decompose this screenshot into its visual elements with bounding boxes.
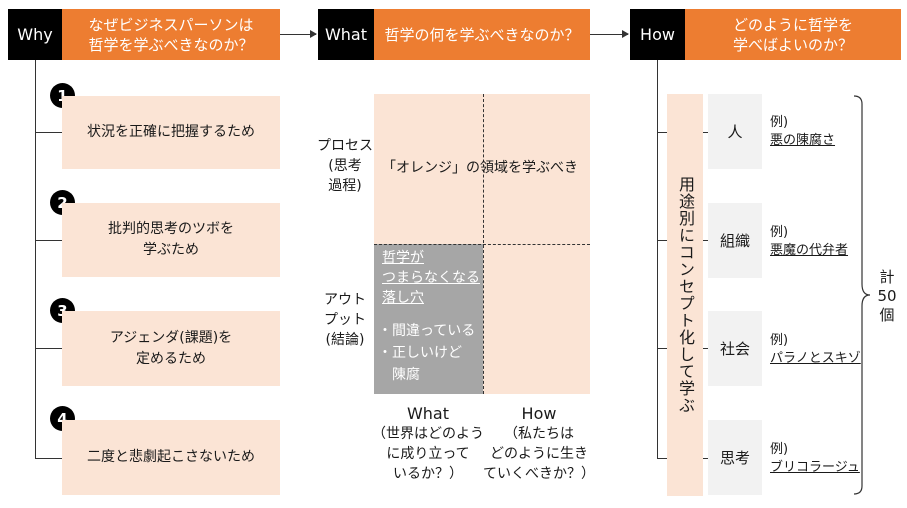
cat-connector-3 [703, 348, 708, 349]
total-brace [853, 95, 871, 495]
what-tag: What [318, 9, 374, 60]
why-trunk-line [35, 60, 36, 458]
why-branch-4 [35, 458, 62, 459]
how-branch-3 [657, 348, 667, 349]
pitfall-quadrant [374, 244, 483, 394]
cat-connector-2 [703, 240, 708, 241]
col-label-what: What （世界はどのよう に成り立って いるか？） [372, 404, 484, 482]
why-item-4: 二度と悲劇起こさないため [62, 420, 280, 495]
cat-connector-1 [703, 132, 708, 133]
col-label-how: How （私たちは どのように生き ていくべきか？） [483, 404, 595, 482]
category-society: 社会 [708, 311, 762, 386]
how-trunk-line [657, 60, 658, 458]
row-label-process: プロセス (思考 過程) [317, 138, 373, 194]
how-question: どのように哲学を 学べばよいのか？ [685, 9, 901, 60]
arrow-why-what [280, 30, 317, 38]
why-branch-1 [35, 132, 62, 133]
example-person: 例) 悪の陳腐さ [770, 115, 836, 148]
what-question: 哲学の何を学ぶべきなのか？ [374, 9, 590, 60]
orange-region-label: 「オレンジ」の領域を学ぶべき [382, 160, 578, 176]
cat-connector-4 [703, 458, 708, 459]
arrow-what-how [590, 30, 629, 38]
example-society: 例) パラノとスキゾ [770, 333, 861, 366]
why-tag: Why [8, 9, 62, 60]
example-organization: 例) 悪魔の代弁者 [770, 225, 849, 258]
example-thinking: 例) ブリコラージュ [770, 442, 860, 475]
how-tag: How [630, 9, 685, 60]
pitfall-bullets: ・間違っている ・正しいけど 陳腐 [378, 323, 476, 383]
vertical-concept-label: 用途別にコンセプト化して学ぶ [667, 94, 703, 496]
category-person: 人 [708, 94, 762, 169]
how-branch-4 [657, 458, 667, 459]
category-thinking: 思考 [708, 420, 762, 495]
how-branch-1 [657, 132, 667, 133]
why-item-3: アジェンダ(課題)を 定めるため [62, 311, 280, 386]
pitfall-title: 哲学が つまらなくなる 落し穴 [382, 250, 480, 306]
category-organization: 組織 [708, 203, 762, 278]
matrix-horizontal-divider [374, 244, 590, 245]
why-branch-2 [35, 240, 62, 241]
why-question: なぜビジネスパーソンは 哲学を学ぶべきなのか？ [62, 9, 280, 60]
why-item-1: 状況を正確に把握するため [62, 96, 280, 169]
total-count: 計 50 個 [877, 268, 897, 324]
how-branch-2 [657, 240, 667, 241]
why-branch-3 [35, 348, 62, 349]
why-item-2: 批判的思考のツボを 学ぶため [62, 203, 280, 277]
row-label-output: アウト プット (結論) [324, 292, 366, 348]
